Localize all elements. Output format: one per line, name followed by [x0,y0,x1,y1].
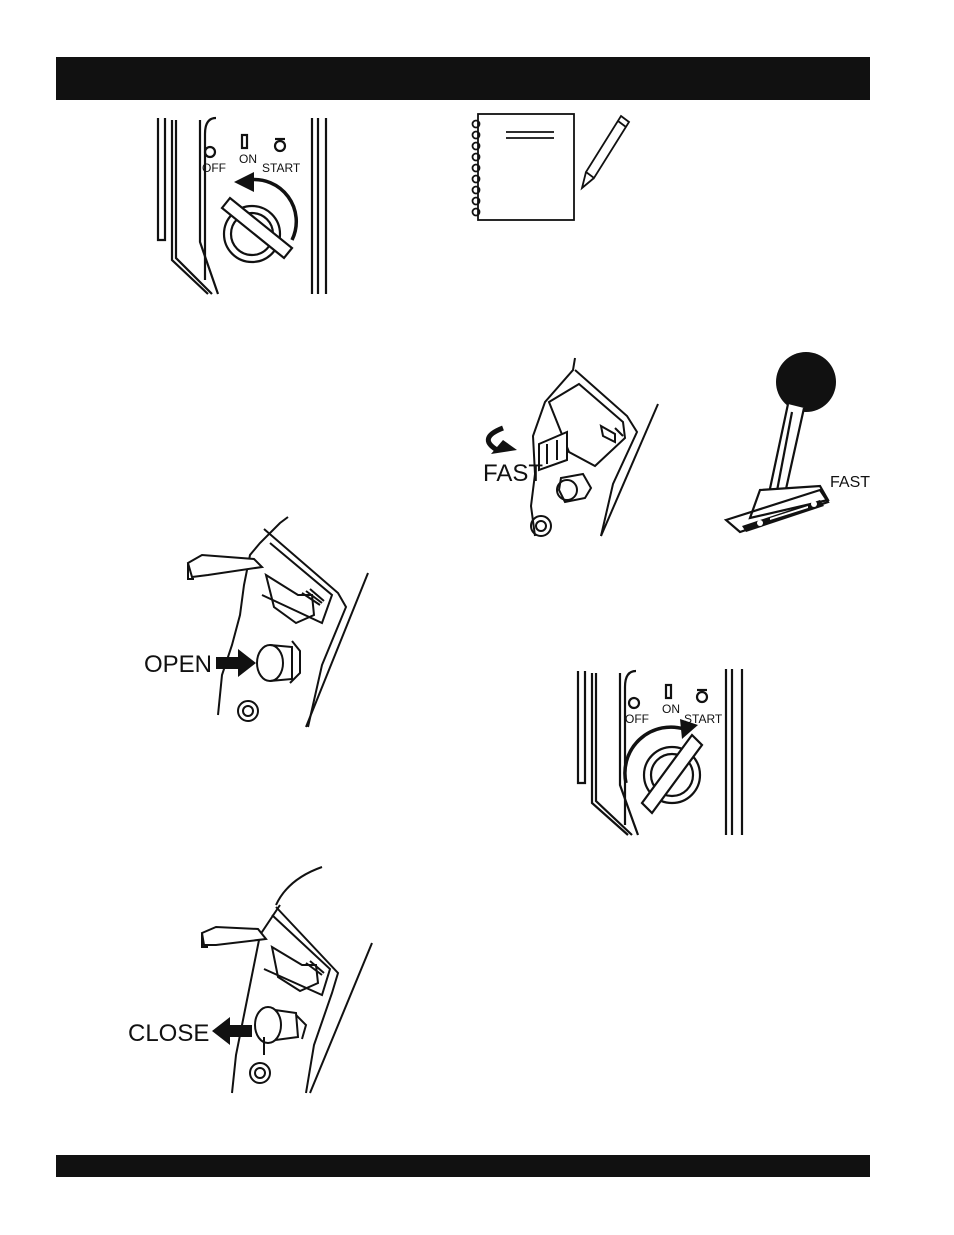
choke-close-label: CLOSE [128,1020,209,1047]
choke-open-label: OPEN [144,651,212,678]
lever-fast-label: FAST [830,474,870,491]
throttle-lever-figure: FAST [720,350,880,540]
ignition-start-on-label: ON [662,702,680,716]
footer-bar [56,1155,870,1177]
ignition-start-label: START [262,161,301,175]
ignition-on-label: ON [239,152,257,166]
header-bar [56,57,870,100]
ignition-switch-start-figure: OFF ON START [570,665,755,840]
ignition-start-start-label: START [684,712,723,726]
choke-open-figure: OPEN [142,515,372,730]
throttle-fast-label: FAST [483,460,543,487]
ignition-switch-off-figure: OFF ON START [150,112,335,297]
notebook-pencil-figure [466,108,641,228]
ignition-off-label: OFF [202,161,226,175]
choke-close-figure: CLOSE [126,865,381,1095]
throttle-carburetor-figure: FAST [475,356,670,538]
ignition-start-off-label: OFF [625,712,649,726]
